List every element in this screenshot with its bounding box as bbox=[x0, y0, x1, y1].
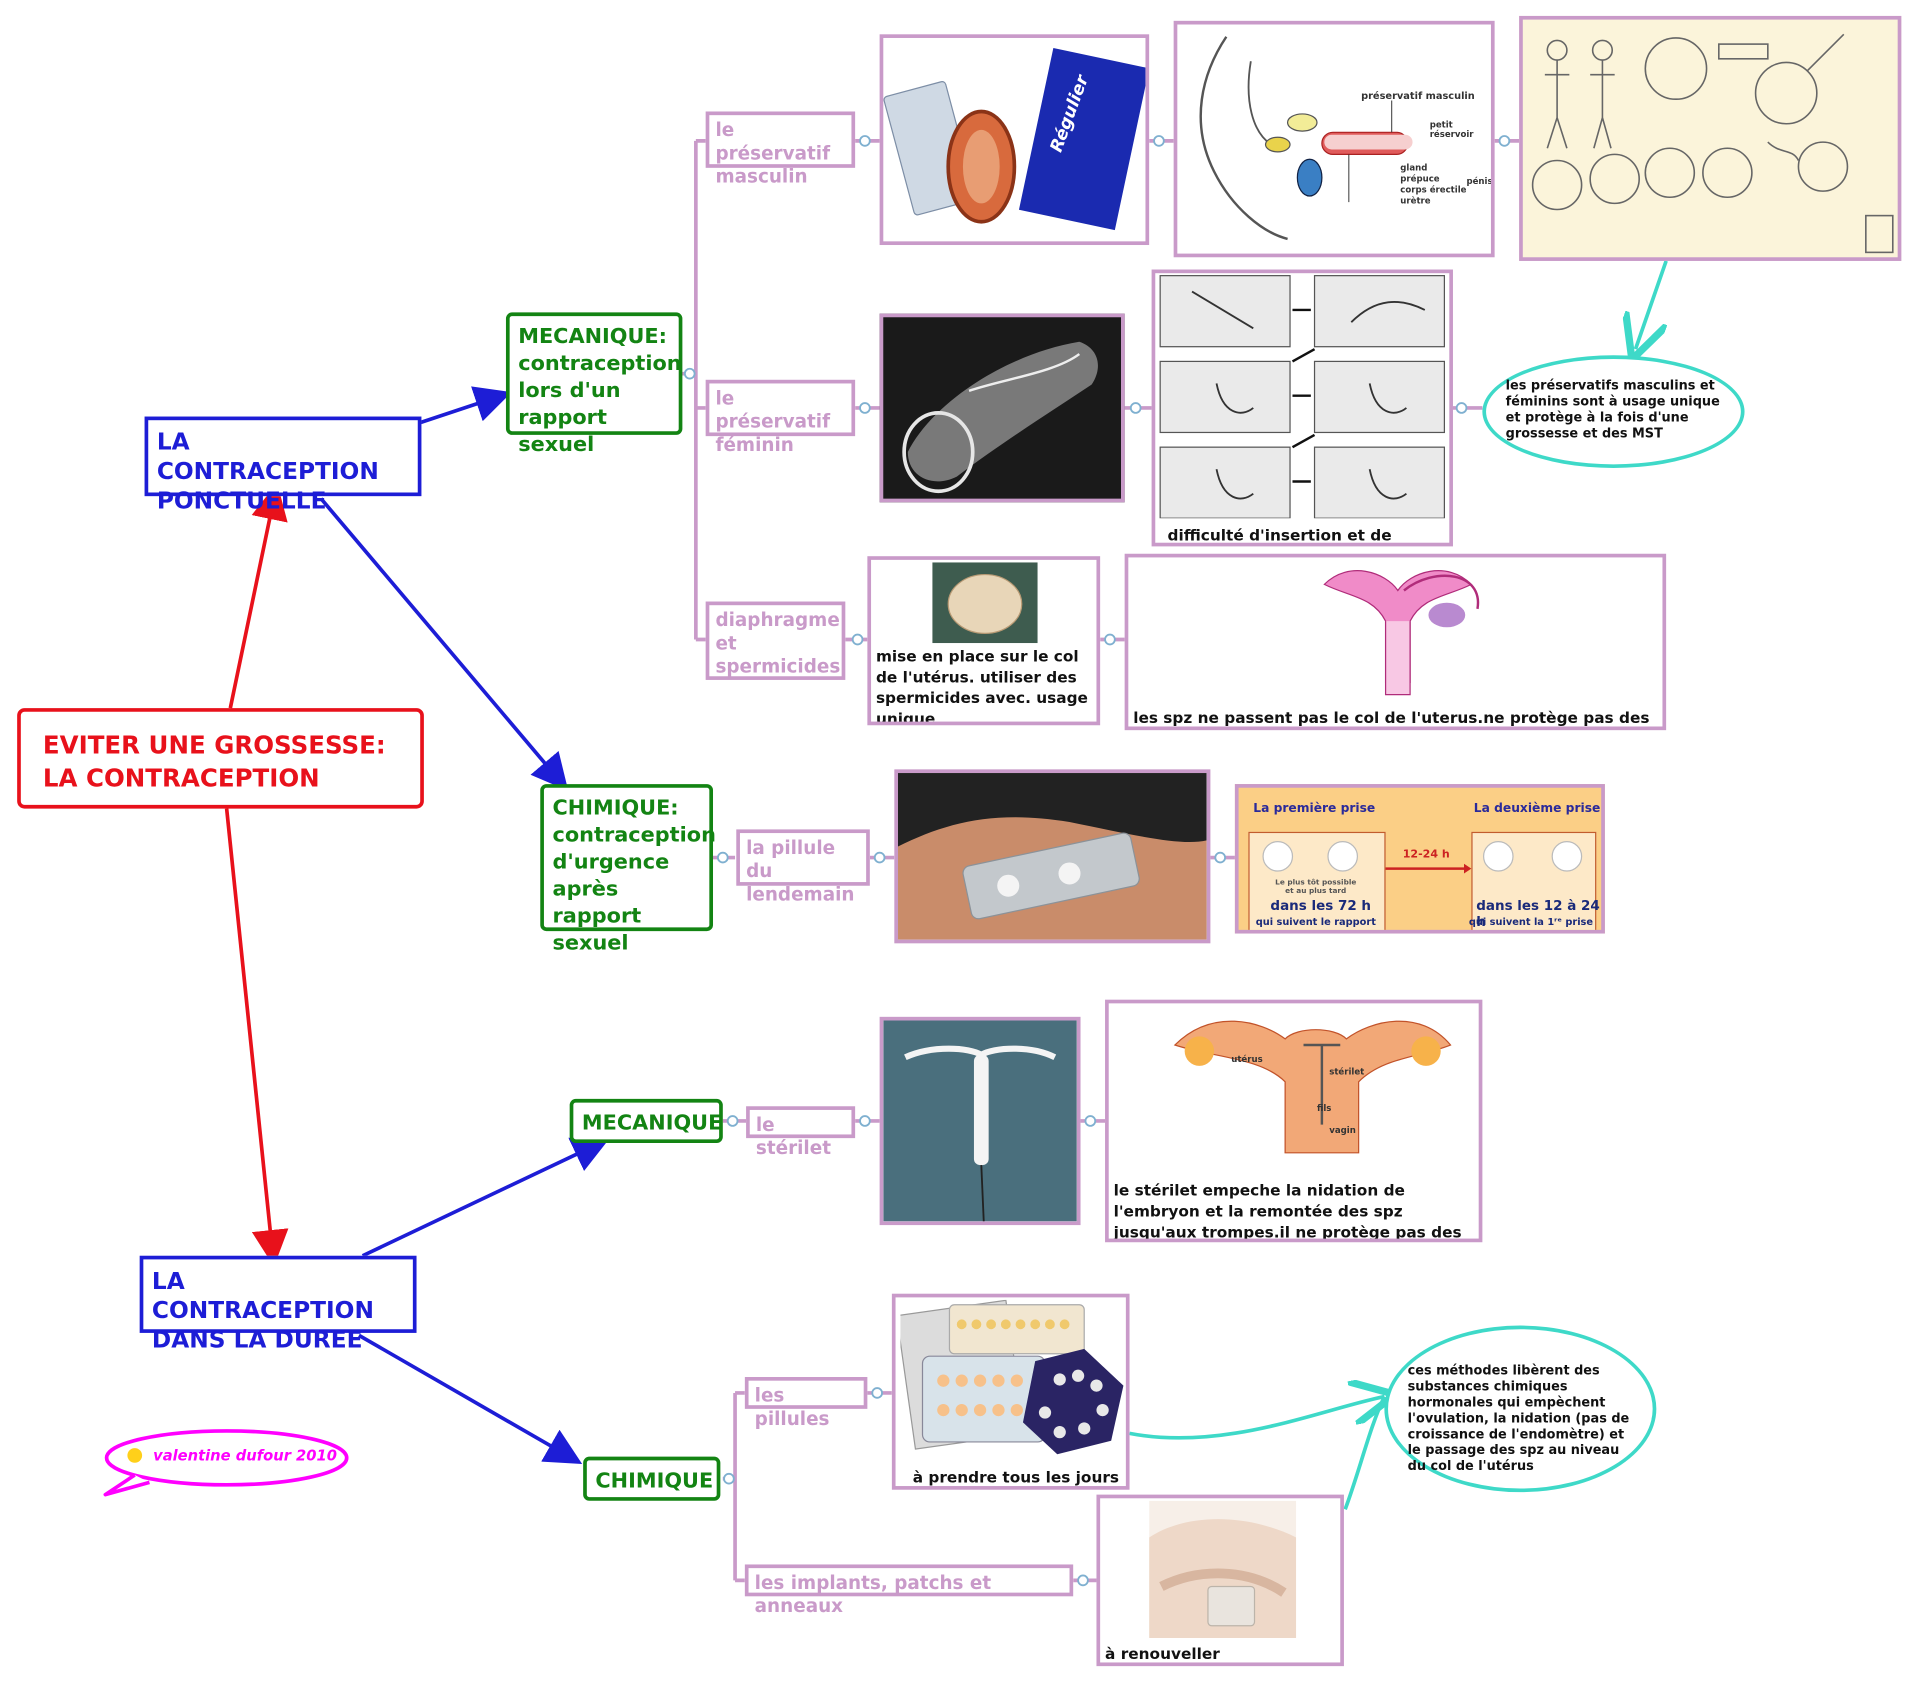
link-duree-mecanique bbox=[361, 1137, 610, 1258]
label-penis: pénis bbox=[1466, 176, 1493, 187]
male-anatomy-diagram: préservatif masculin petit réservoir gla… bbox=[1173, 20, 1495, 258]
link-root-ponctuelle bbox=[228, 482, 288, 709]
label-fils: fils bbox=[1316, 1103, 1332, 1114]
node-label: CHIMIQUE bbox=[595, 1468, 714, 1494]
pill-schedule-diagram: La première prise La deuxième prise 12-2… bbox=[1234, 784, 1605, 934]
node-label: MECANIQUE: contraception lors d'un rappo… bbox=[518, 324, 682, 457]
topic-label: les implants, patchs et anneaux bbox=[754, 1571, 992, 1618]
first-dose-delay: dans les 72 h bbox=[1270, 897, 1372, 914]
uterus-caption: les spz ne passent pas le col de l'uteru… bbox=[1133, 708, 1650, 727]
topic-label: le stérilet bbox=[755, 1113, 831, 1159]
implants-caption: à renouveller régulièrement bbox=[1105, 1644, 1220, 1663]
female-condom-photo bbox=[879, 313, 1125, 503]
node-contraception-duree[interactable]: LA CONTRACEPTION DANS LA DUREE bbox=[139, 1255, 417, 1354]
root-node[interactable]: EVITER UNE GROSSESSE: LA CONTRACEPTION bbox=[17, 708, 424, 809]
topic-preservatif-masculin[interactable]: le préservatif masculin bbox=[705, 111, 856, 187]
signature-text: valentine dufour 2010 bbox=[153, 1446, 337, 1464]
condom-packets-image: Régulier bbox=[879, 34, 1150, 246]
link-duree-chimique bbox=[358, 1333, 583, 1464]
iud-caption: le stérilet empeche la nidation de l'emb… bbox=[1113, 1180, 1462, 1242]
callout-arrow-implants bbox=[1343, 1395, 1387, 1510]
node-label: MECANIQUE bbox=[581, 1111, 723, 1136]
morning-after-pill-photo bbox=[894, 769, 1211, 944]
node-contraception-ponctuelle[interactable]: LA CONTRACEPTION PONCTUELLE bbox=[144, 416, 422, 515]
callout-arrow-pillules bbox=[1129, 1397, 1385, 1440]
label-vagin: vagin bbox=[1329, 1125, 1356, 1136]
label-gland: gland bbox=[1400, 162, 1428, 173]
link-root-duree bbox=[224, 808, 289, 1267]
topic-sterilet[interactable]: le stérilet bbox=[746, 1106, 856, 1159]
iud-photo bbox=[879, 1016, 1081, 1226]
label-preservatif: préservatif masculin bbox=[1361, 90, 1475, 102]
iud-diagram-card: utérus stérilet fils vagin le stérilet e… bbox=[1105, 999, 1483, 1243]
topic-preservatif-feminin[interactable]: le préservatif féminin bbox=[705, 379, 856, 456]
node-label: CHIMIQUE: contraception d'urgence après … bbox=[552, 796, 716, 956]
node-label: LA CONTRACEPTION DANS LA DUREE bbox=[151, 1267, 374, 1354]
topic-label: diaphragme et spermicides bbox=[715, 608, 841, 678]
female-condom-caption: difficulté d'insertion et de retrait bbox=[1167, 525, 1392, 544]
female-condom-steps: difficulté d'insertion et de retrait bbox=[1151, 269, 1453, 547]
uterus-diaphragm-card: les spz ne passent pas le col de l'uteru… bbox=[1124, 553, 1667, 731]
topic-label: le préservatif féminin bbox=[715, 387, 831, 456]
callout-preservatifs: les préservatifs masculins et féminins s… bbox=[1482, 355, 1745, 468]
node-mecanique-ponctuelle[interactable]: MECANIQUE: contraception lors d'un rappo… bbox=[505, 312, 683, 457]
link-ponctuelle-mecanique bbox=[419, 386, 512, 425]
second-dose-delay: dans les 12 à 24 h bbox=[1476, 897, 1600, 930]
topic-pillules[interactable]: les pillules bbox=[744, 1377, 868, 1430]
pills-caption: à prendre tous les jours bbox=[912, 1467, 1120, 1487]
diaphragm-info-card: mise en place sur le col de l'utérus. ut… bbox=[867, 556, 1101, 726]
node-chimique-urgence[interactable]: CHIMIQUE: contraception d'urgence après … bbox=[540, 784, 716, 956]
node-mecanique-duree[interactable]: MECANIQUE bbox=[569, 1098, 723, 1144]
topic-implants[interactable]: les implants, patchs et anneaux bbox=[744, 1564, 1074, 1617]
topic-label: le préservatif masculin bbox=[715, 118, 831, 188]
first-dose-note: Le plus tôt possible et au plus tard bbox=[1275, 878, 1357, 896]
second-dose-sub: qui suivent la 1ʳᵉ prise bbox=[1468, 916, 1594, 928]
label-uretre: urètre bbox=[1400, 196, 1431, 206]
root-line-1: EVITER UNE GROSSESSE: bbox=[42, 730, 386, 760]
condom-usage-steps-drawing bbox=[1519, 15, 1902, 261]
interval-label: 12-24 h bbox=[1402, 848, 1450, 862]
signature-bubble bbox=[103, 1429, 349, 1497]
node-label: LA CONTRACEPTION PONCTUELLE bbox=[156, 428, 379, 515]
topic-label: les pillules bbox=[754, 1384, 830, 1430]
birth-control-pills-card: à prendre tous les jours bbox=[891, 1293, 1130, 1490]
patch-implant-card: à renouveller régulièrement bbox=[1096, 1494, 1344, 1667]
topic-diaphragme[interactable]: diaphragme et spermicides bbox=[705, 601, 846, 680]
first-dose-sub: qui suivent le rapport bbox=[1255, 916, 1376, 928]
callout-hormonal: ces méthodes libèrent des substances chi… bbox=[1384, 1325, 1657, 1493]
diaphragm-caption: mise en place sur le col de l'utérus. ut… bbox=[875, 646, 1088, 726]
label-uterus: utérus bbox=[1231, 1054, 1263, 1065]
label-sterilet: stérilet bbox=[1329, 1067, 1365, 1077]
root-line-2: LA CONTRACEPTION bbox=[42, 763, 320, 793]
node-chimique-duree[interactable]: CHIMIQUE bbox=[583, 1456, 721, 1501]
callout-text: les préservatifs masculins et féminins s… bbox=[1505, 378, 1720, 442]
second-dose-label: La deuxième prise bbox=[1473, 802, 1601, 816]
first-dose-label: La première prise bbox=[1253, 802, 1376, 816]
topic-label: la pillule du lendemain bbox=[746, 836, 855, 906]
callout-arrow-preservatifs bbox=[1636, 260, 1668, 349]
label-reservoir: petit réservoir bbox=[1429, 120, 1474, 140]
label-corps-erectile: corps érectile bbox=[1400, 184, 1467, 195]
topic-pilule-lendemain[interactable]: la pillule du lendemain bbox=[736, 829, 870, 905]
callout-text: ces méthodes libèrent des substances chi… bbox=[1407, 1363, 1630, 1474]
tree-mecanique-ponctuelle bbox=[681, 139, 706, 642]
link-ponctuelle-chimique bbox=[319, 497, 569, 791]
tree-chimique-duree bbox=[722, 1391, 745, 1583]
label-prepuce: prépuce bbox=[1400, 173, 1440, 184]
